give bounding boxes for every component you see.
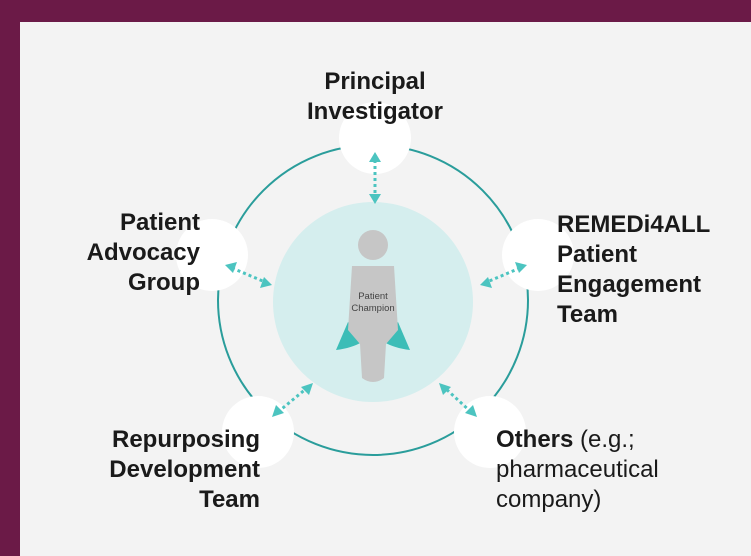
- node-blob-left: [176, 219, 248, 291]
- node-patient-advocacy-group: Patient Advocacy Group: [40, 208, 200, 298]
- patient-champion-label: Patient Champion: [343, 291, 403, 315]
- rep-line1: Repurposing: [112, 426, 260, 453]
- arrowhead-top-down: [369, 194, 381, 204]
- arrow-bottom-left: [277, 386, 308, 414]
- figure-cape-left: [336, 322, 362, 350]
- node-remedi4all-team: REMEDi4ALL Patient Engagement Team: [557, 210, 747, 330]
- arrowhead-bottom-left-in: [301, 383, 313, 395]
- node-blob-right: [502, 219, 574, 291]
- node-principal-investigator: Principal Investigator: [280, 67, 470, 127]
- node-others: Others (e.g.; pharmaceutical company): [496, 425, 696, 515]
- arrowhead-bottom-left-out: [272, 405, 284, 417]
- figure-body: [348, 266, 398, 382]
- pi-line2: Investigator: [306, 98, 444, 125]
- rep-line2: Development: [109, 456, 260, 483]
- rem-line3: Engagement: [557, 271, 702, 298]
- arrowhead-right-in: [480, 277, 492, 288]
- rem-line1: REMEDi4ALL: [557, 211, 711, 238]
- arrowhead-left-out: [225, 262, 237, 273]
- arrowhead-right-out: [515, 262, 527, 273]
- rep-line3: Team: [199, 486, 260, 513]
- others-rest: (e.g.;: [573, 426, 635, 453]
- figure-head: [358, 230, 388, 260]
- arrowhead-bottom-right-in: [439, 383, 451, 395]
- arrowhead-left-in: [260, 277, 272, 288]
- arrowhead-top-up: [369, 152, 381, 162]
- rem-line2: Patient: [557, 241, 638, 268]
- arrowhead-bottom-right-out: [465, 405, 477, 417]
- node-blob-top: [339, 102, 411, 174]
- pag-line2: Advocacy: [86, 239, 200, 266]
- center-label-line2: Champion: [351, 303, 395, 314]
- rem-line4: Team: [557, 301, 618, 328]
- pi-line1: Principal: [324, 68, 426, 95]
- others-bold: Others: [496, 426, 574, 453]
- pag-line3: Group: [128, 269, 200, 296]
- node-repurposing-development-team: Repurposing Development Team: [40, 425, 260, 515]
- center-label-line1: Patient: [358, 291, 388, 302]
- pag-line1: Patient: [119, 209, 200, 236]
- others-line1: Others (e.g.;: [496, 425, 696, 455]
- patient-champion-figure: [336, 230, 410, 382]
- figure-cape-right: [384, 322, 410, 350]
- others-line2: pharmaceutical: [496, 456, 659, 483]
- others-line3: company): [496, 486, 602, 513]
